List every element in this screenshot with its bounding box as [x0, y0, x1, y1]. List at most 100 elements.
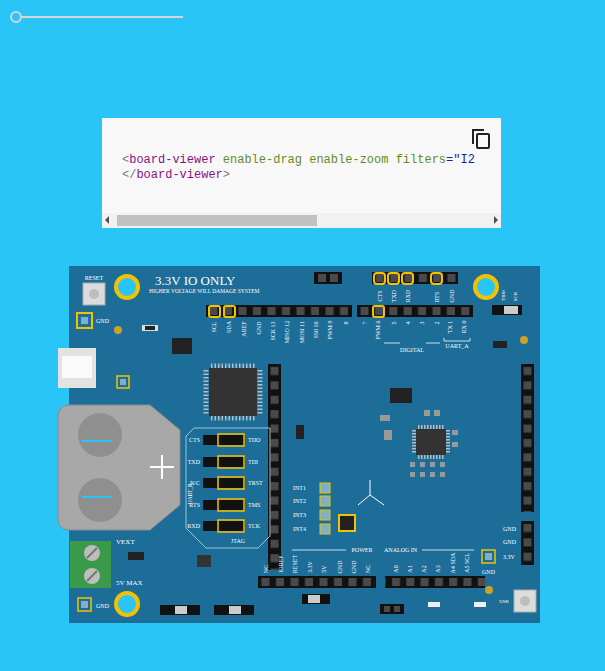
code-line: </board-viewer> [122, 168, 500, 182]
selected-pin [374, 273, 385, 284]
test-pad [78, 598, 91, 611]
mounting-hole [475, 276, 497, 298]
code-line: <board-viewerenable-dragenable-zoomfilte… [122, 153, 500, 167]
board-label: GND [255, 321, 261, 334]
jtag-jumper [203, 500, 245, 510]
board-label: 2 [433, 321, 439, 324]
pin-header [308, 595, 320, 603]
small-component [424, 410, 430, 416]
small-component [428, 602, 440, 607]
terminal-block [70, 541, 111, 588]
zoom-slider [11, 12, 21, 22]
board-label: A5 SCL [464, 553, 470, 573]
int-pad [320, 496, 330, 506]
board-label: GND [96, 603, 109, 609]
pin-header [160, 605, 200, 615]
int-pad [320, 510, 330, 520]
board-label: 3.3V [503, 554, 515, 560]
small-component [420, 462, 425, 467]
usb-connector [58, 348, 96, 388]
pin-header [394, 606, 400, 612]
jtag-jumper [203, 457, 245, 467]
pin-header [385, 576, 485, 588]
jtag-jumper [203, 478, 245, 488]
qfp-chip [209, 368, 257, 416]
selected-pin [402, 273, 413, 284]
small-component [493, 341, 507, 348]
header-bracket [384, 343, 400, 344]
pin-header [258, 576, 376, 588]
small-component [128, 325, 507, 607]
board-label: IOREF [278, 556, 284, 573]
small-component [452, 430, 458, 435]
pin-header [302, 594, 330, 604]
usb-connector [58, 348, 96, 388]
pin-header [380, 604, 404, 614]
board-label: INT1 [293, 485, 306, 491]
board-label: 5V [321, 566, 327, 573]
jtag-jumper [218, 434, 244, 446]
test-pad [482, 550, 495, 563]
code-panel [102, 118, 501, 228]
code-token: > [223, 168, 230, 182]
board-label: USR [499, 599, 509, 604]
board-label: GND [448, 289, 454, 302]
small-component [145, 326, 155, 330]
board-label: INT3 [293, 512, 306, 518]
board-label: SCK [513, 291, 518, 301]
code-token: filters [396, 153, 446, 167]
pin-header [521, 521, 534, 565]
small-component [172, 338, 192, 354]
board-label: SCL [211, 321, 217, 332]
small-component [434, 410, 440, 416]
pin-header [175, 606, 187, 614]
small-component [390, 388, 412, 403]
terminal-block [84, 568, 100, 584]
axis-symbol [370, 480, 371, 495]
pin-header [206, 305, 352, 317]
zoom-slider [16, 16, 183, 18]
test-pad [485, 553, 492, 560]
terminal-block [70, 541, 111, 588]
small-component [452, 442, 458, 447]
board-label: TRM [501, 290, 506, 301]
qfp-chip [258, 370, 263, 414]
board-label: RX 0 [461, 321, 467, 334]
pin-header [372, 272, 458, 284]
board-label: SS0 10 [313, 321, 319, 338]
board-label: TCK [248, 523, 260, 529]
small-component [128, 552, 144, 560]
pin-header [258, 576, 376, 588]
header-bracket [444, 338, 470, 341]
pin-header [385, 576, 485, 588]
board-label: VEXT [116, 539, 135, 546]
reset-button [83, 283, 105, 305]
test-pad [117, 376, 129, 388]
int-pad [320, 483, 355, 534]
qfp-chip [418, 455, 444, 459]
code-token: </ [122, 168, 136, 182]
pin-header [357, 305, 473, 317]
board-label: RESET [85, 275, 103, 281]
coin-cell-holder [82, 496, 112, 498]
zoom-slider [11, 12, 183, 22]
code-panel [117, 215, 317, 226]
reset-button [89, 289, 99, 299]
small-component [420, 472, 425, 477]
board-label: GND [350, 560, 356, 573]
board-label: TXD [188, 459, 200, 465]
board-label: A0 [393, 566, 399, 573]
pin-header [384, 606, 390, 612]
board-label: A1 [407, 566, 413, 573]
header-bracket [292, 338, 474, 550]
header-bracket [292, 550, 346, 551]
coin-cell-holder [58, 405, 180, 530]
qfp-chip [211, 416, 255, 421]
pin-header [372, 272, 458, 284]
board-label: 7 [361, 321, 367, 324]
board-label: 3 [418, 321, 424, 324]
qfp-chip [211, 364, 255, 369]
pin-header [357, 305, 473, 317]
board-label: RXD [187, 523, 200, 529]
small-component [384, 430, 392, 440]
